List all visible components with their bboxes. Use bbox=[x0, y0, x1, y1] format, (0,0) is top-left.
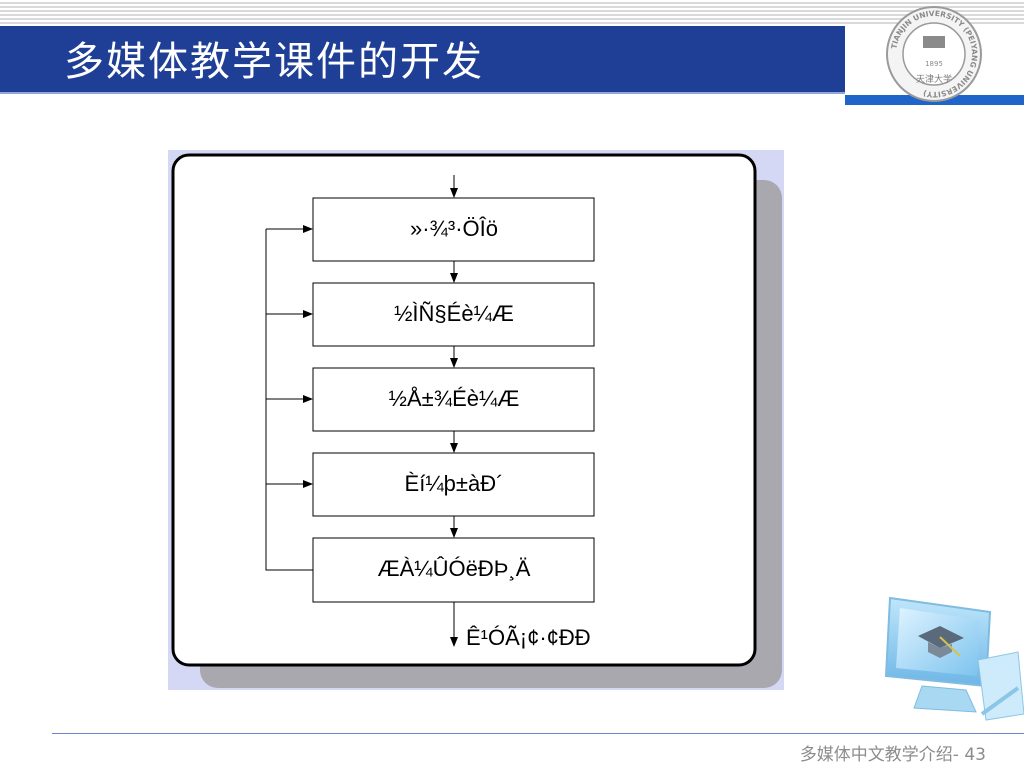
step-box bbox=[312, 282, 595, 347]
title-bar-edge bbox=[0, 92, 845, 94]
feedback-line bbox=[265, 229, 313, 571]
step-label: ÆÀ¼ÛÓëÐÞ¸Ä bbox=[378, 556, 531, 582]
computer-graduation-cap-icon bbox=[884, 596, 1024, 721]
step-box bbox=[312, 452, 595, 517]
step-box bbox=[312, 197, 595, 262]
slide-title: 多媒体教学课件的开发 bbox=[64, 39, 484, 85]
top-stripe-band bbox=[0, 0, 1024, 26]
diagram-frame: »·¾³·ÖÎö ½ÌÑ§Éè¼Æ ½Å±¾Éè¼Æ Èí¼þ±àÐ´ ÆÀ¼Û… bbox=[168, 150, 784, 690]
flowchart-diagram: »·¾³·ÖÎö ½ÌÑ§Éè¼Æ ½Å±¾Éè¼Æ Èí¼þ±àÐ´ ÆÀ¼Û… bbox=[171, 153, 782, 688]
step-label: »·¾³·ÖÎö bbox=[410, 216, 498, 241]
step-label: ½Å±¾Éè¼Æ bbox=[389, 386, 520, 411]
step-label: Èí¼þ±àÐ´ bbox=[405, 471, 504, 496]
step-label: ½ÌÑ§Éè¼Æ bbox=[394, 301, 514, 326]
title-bar bbox=[0, 26, 845, 92]
page-number: 43 bbox=[964, 745, 986, 765]
footer-divider bbox=[52, 733, 1024, 734]
university-seal-logo: TIANJIN UNIVERSITY (PEIYANG UNIVERSITY) … bbox=[886, 6, 982, 102]
seal-script: 天津大学 bbox=[916, 73, 952, 85]
output-label: Ê¹ÓÃ¡¢·¢ÐÐ bbox=[466, 625, 591, 650]
seal-year: 1895 bbox=[925, 60, 943, 68]
footer-text: 多媒体中文教学介绍- bbox=[799, 745, 965, 765]
footer: 多媒体中文教学介绍- 43 bbox=[800, 740, 986, 765]
step-box bbox=[312, 537, 595, 603]
step-box bbox=[312, 367, 595, 432]
